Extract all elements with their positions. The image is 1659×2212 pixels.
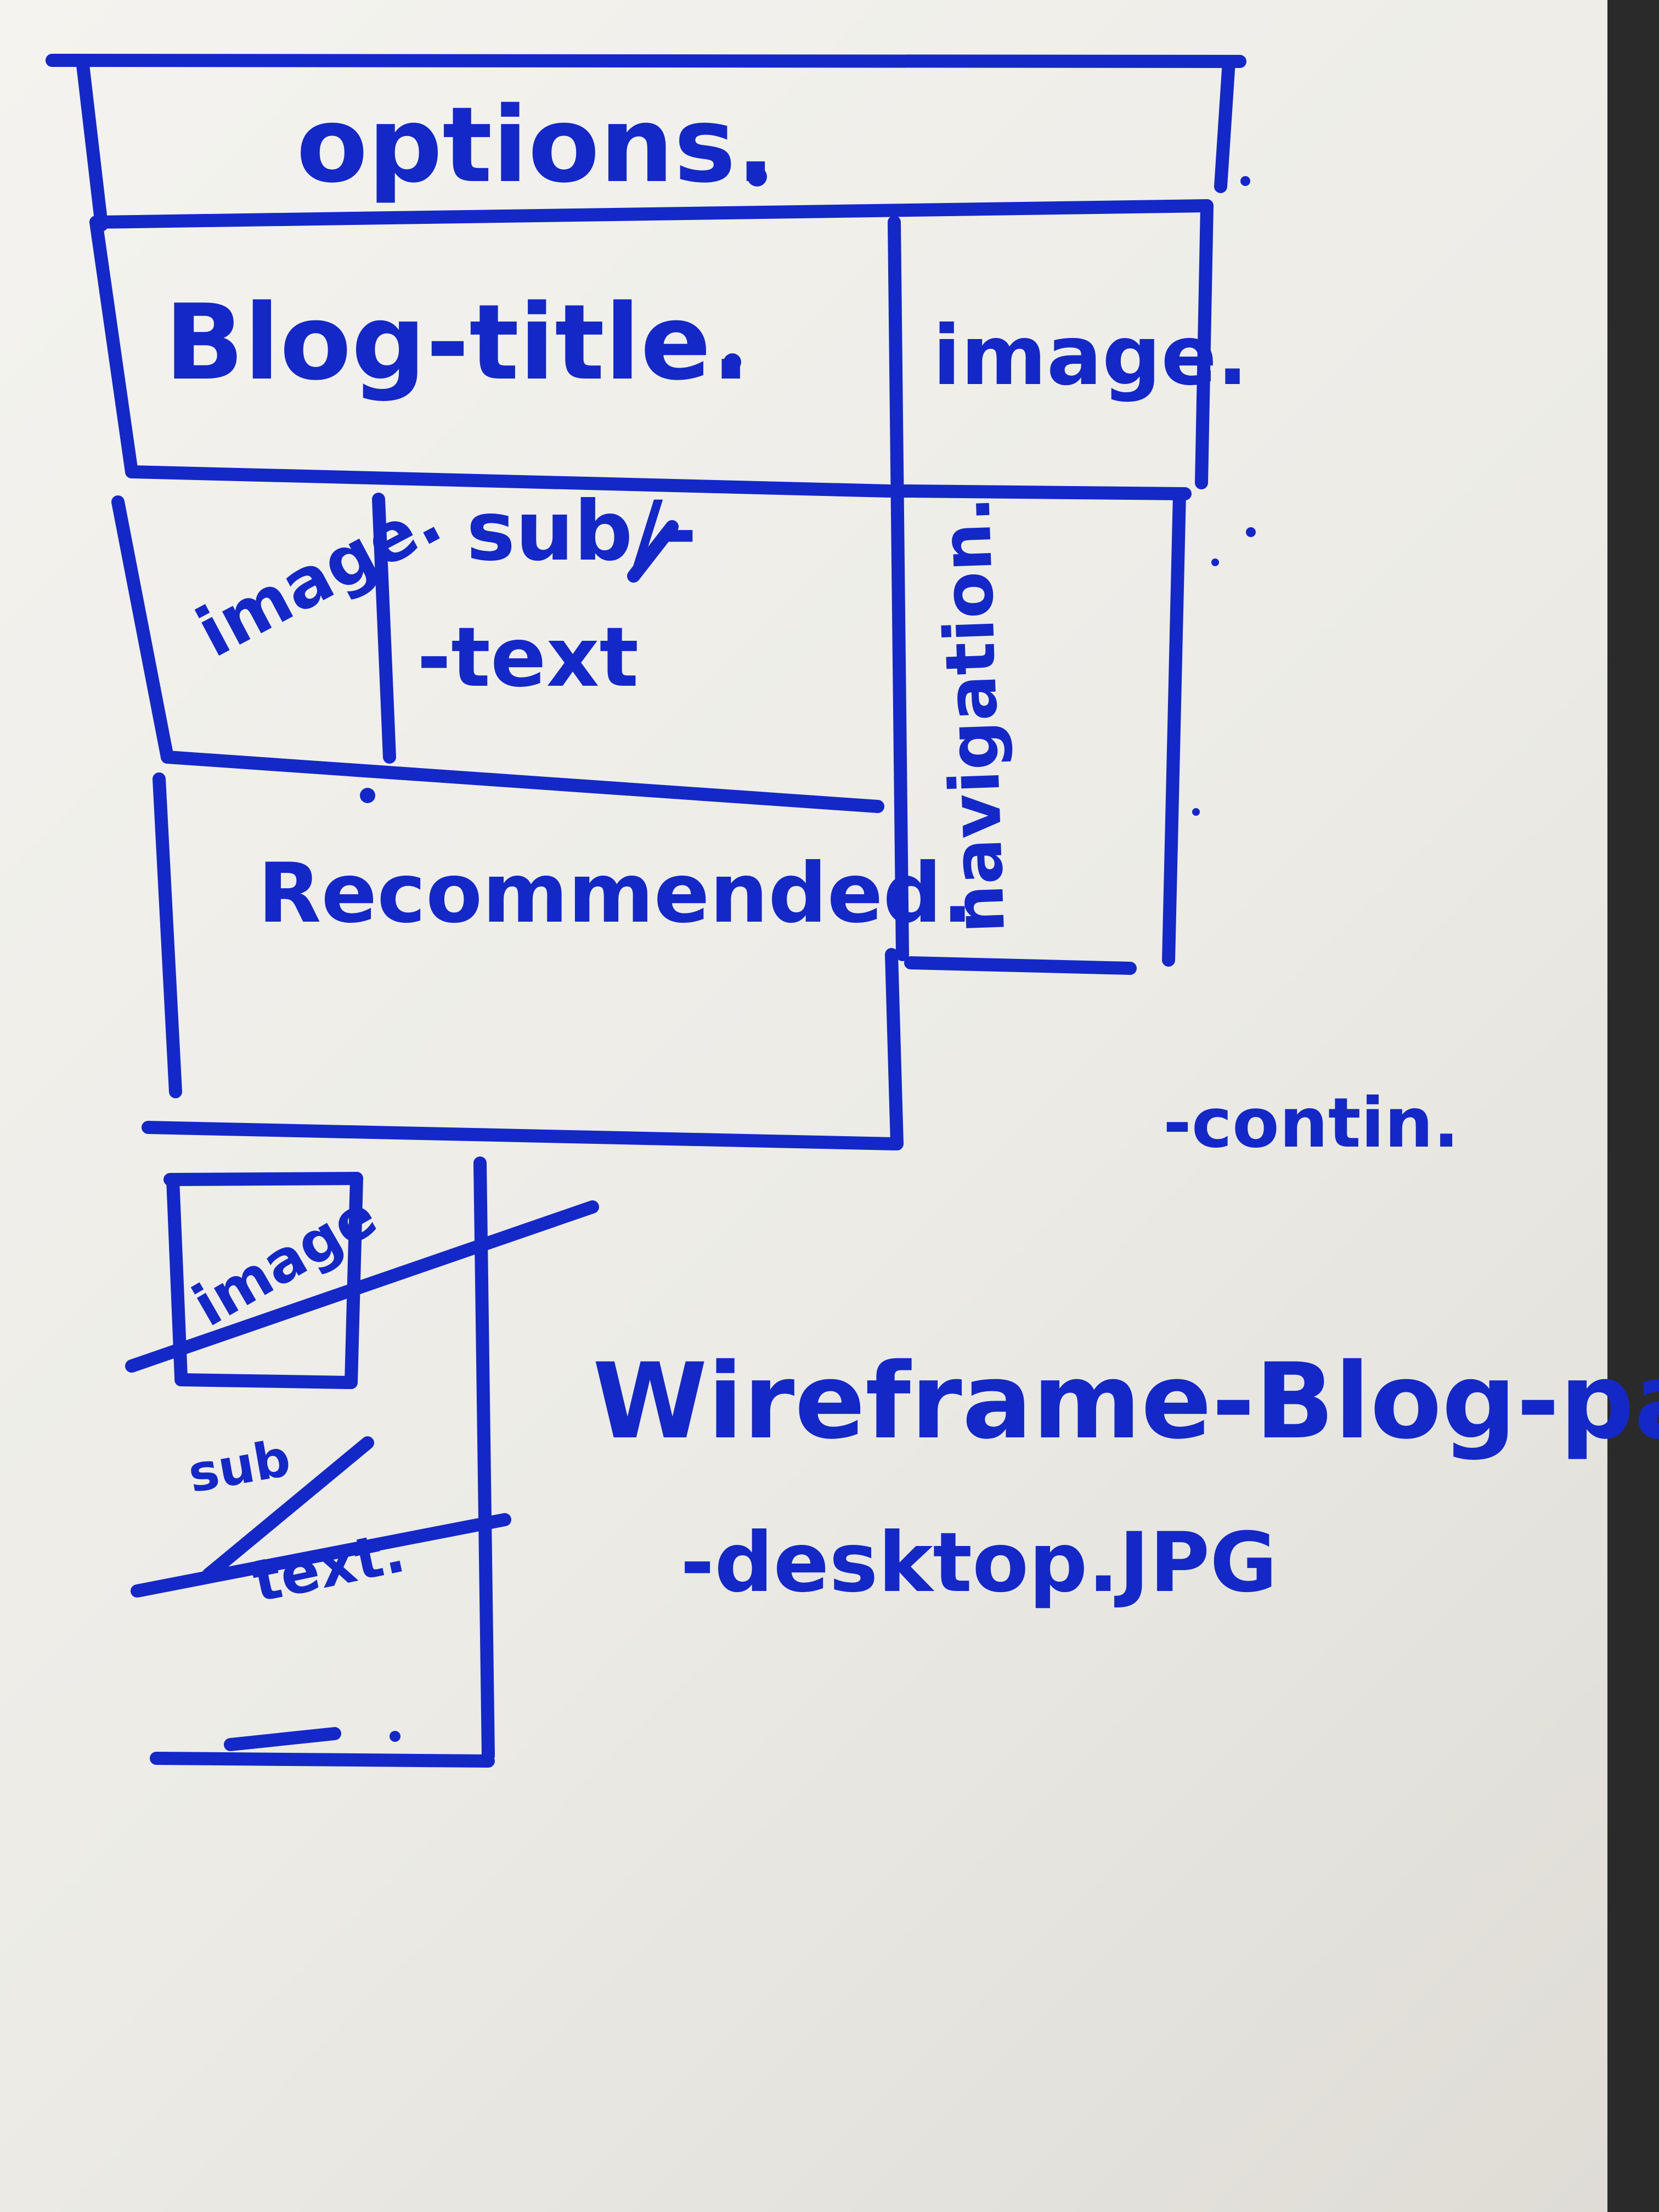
blog-title-label: Blog-title.: [165, 282, 751, 403]
sub-text-box: [627, 520, 679, 583]
options-label: options.: [296, 84, 776, 206]
continuation-note: -contin.: [1163, 1084, 1459, 1163]
mobile-card-sub-label: sub: [184, 1429, 295, 1504]
image-strikethrough: [125, 1200, 599, 1373]
sub-text-line1: sub/-: [466, 484, 697, 579]
post-image-box: [111, 493, 884, 813]
recommended-box: [142, 772, 904, 1150]
options-box: [46, 54, 1246, 232]
sub-text-line2: -text: [417, 610, 639, 706]
recommended-label: Recommended.: [258, 846, 973, 941]
ink-dots: [360, 167, 1256, 1742]
navigation-label: navigation.: [926, 495, 1020, 935]
blog-title-box: [89, 199, 1214, 961]
paper-sheet: [0, 0, 1607, 2212]
text-strikethrough: [131, 1513, 511, 1598]
sub-strikethrough: [202, 1436, 374, 1581]
header-image-label: image.: [933, 308, 1248, 404]
header-image-box: [896, 484, 1192, 500]
caption-line2: -desktop.JPG: [680, 1515, 1277, 1611]
navigation-box: [904, 487, 1186, 975]
caption-line1: Wireframe-Blog-page-: [592, 1341, 1659, 1462]
post-image-label: image.: [184, 479, 454, 673]
card-dash-mark: [224, 1727, 341, 1751]
